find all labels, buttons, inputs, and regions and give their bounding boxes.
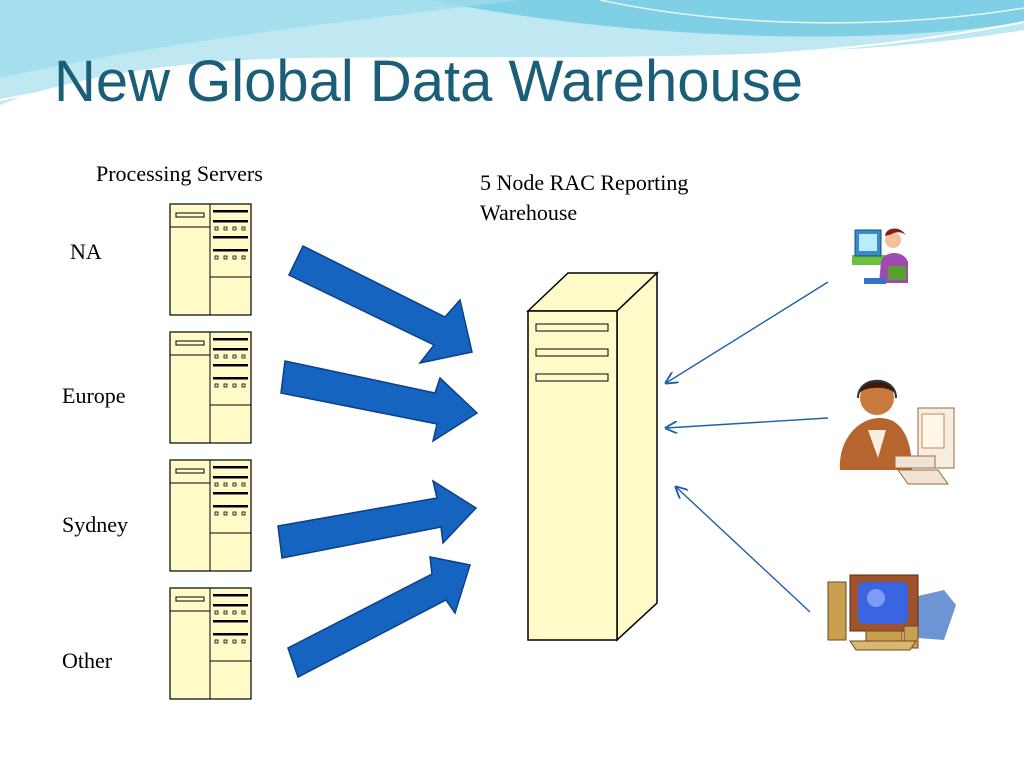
processing-server-sydney xyxy=(169,459,252,572)
warehouse-label-line2: Warehouse xyxy=(480,200,578,225)
processing-servers xyxy=(169,203,252,700)
desktop-computer-icon xyxy=(827,574,956,651)
region-label-sydney: Sydney xyxy=(62,512,128,537)
slide-title: New Global Data Warehouse xyxy=(54,49,803,114)
processing-server-europe xyxy=(169,331,252,444)
region-label-europe: Europe xyxy=(62,383,126,408)
region-label-other: Other xyxy=(62,648,113,673)
user-connectors xyxy=(666,281,829,613)
flow-arrow-other xyxy=(287,556,471,679)
man-with-headset-icon xyxy=(839,379,955,485)
data-flow-arrows xyxy=(277,244,479,679)
processing-server-other xyxy=(169,587,252,700)
connector-arrow-user3 xyxy=(676,487,811,613)
processing-server-na xyxy=(169,203,252,316)
flow-arrow-europe xyxy=(280,360,479,443)
flow-arrow-sydney xyxy=(277,479,478,559)
warehouse-label-line1: 5 Node RAC Reporting xyxy=(480,170,689,195)
flow-arrow-na xyxy=(287,244,473,365)
processing-servers-label: Processing Servers xyxy=(96,161,263,186)
connector-arrow-user1 xyxy=(666,281,829,383)
woman-at-computer-icon xyxy=(852,228,908,284)
warehouse-server xyxy=(526,271,659,642)
connector-arrow-user2 xyxy=(666,417,829,428)
header-wave-decoration xyxy=(0,0,1024,113)
region-label-na: NA xyxy=(70,239,102,264)
